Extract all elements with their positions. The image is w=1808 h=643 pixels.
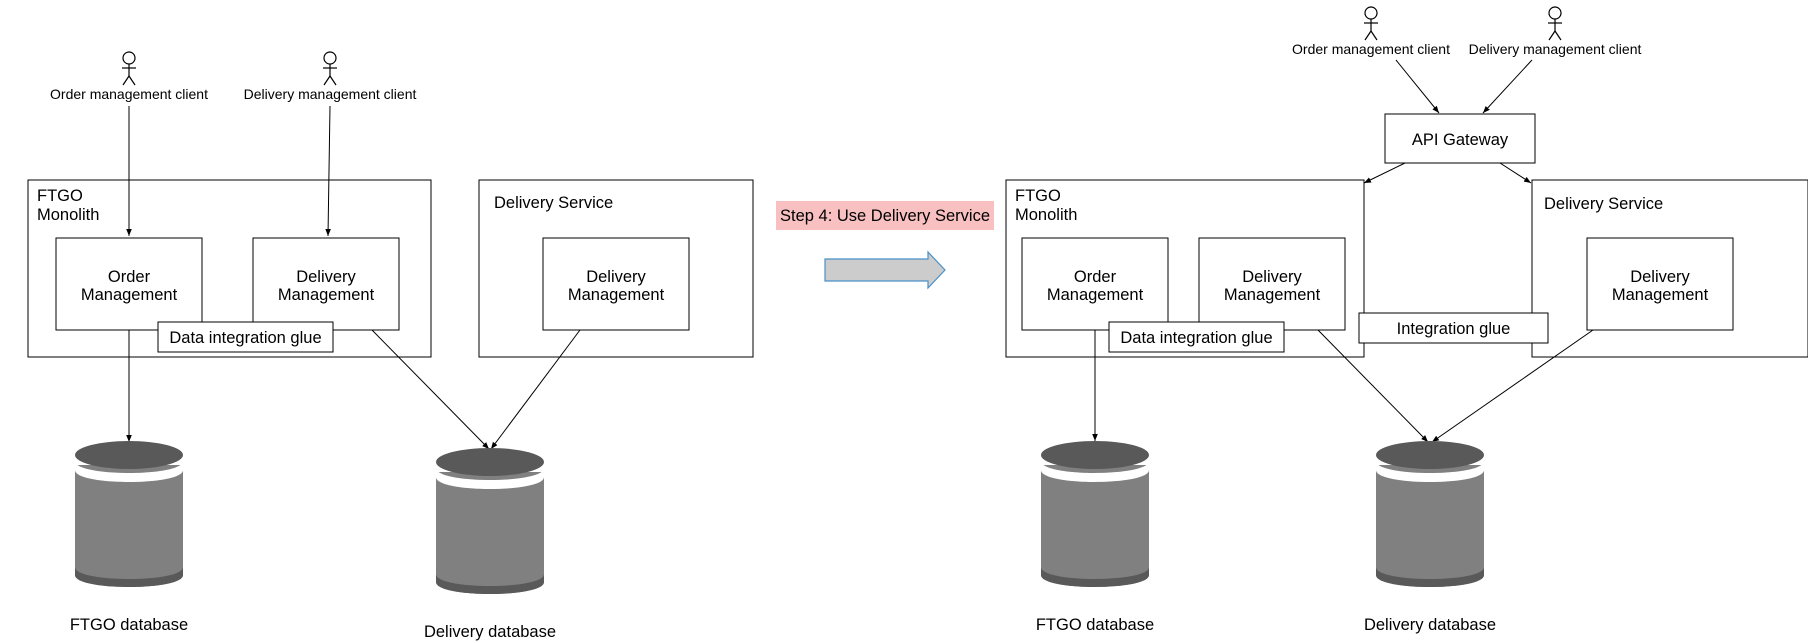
order-management-line2: Management (81, 286, 178, 304)
delivery-database-label: Delivery database (424, 623, 556, 641)
right-delivery-management-line2: Management (1224, 286, 1321, 304)
right-delivery-database-label: Delivery database (1364, 616, 1496, 634)
transition-arrow-icon (824, 250, 946, 290)
right-delivery-client-label: Delivery management client (1469, 41, 1642, 57)
order-client-actor-icon (121, 51, 137, 86)
right-order-management-line1: Order (1074, 268, 1117, 286)
gateway-to-monolith-arrow (1363, 162, 1406, 184)
right-order-management-line2: Management (1047, 286, 1144, 304)
data-integration-glue-box (157, 321, 334, 353)
step-label-badge (776, 201, 994, 230)
delivery-client-to-gateway-arrow (1482, 59, 1533, 114)
order-management-line1: Order (108, 268, 151, 286)
api-gateway-label: API Gateway (1412, 131, 1509, 149)
right-service-to-delivery-db-arrow (1431, 329, 1594, 443)
right-delivery-service-title: Delivery Service (1544, 195, 1663, 213)
right-delivery-management-line1: Delivery (1242, 268, 1302, 286)
right-ftgo-database-icon (1041, 441, 1149, 587)
integration-glue-label: Integration glue (1397, 320, 1511, 338)
monolith-title-line2: Monolith (37, 206, 99, 224)
service-delivery-management-line1: Delivery (586, 268, 646, 286)
right-delivery-to-delivery-db-arrow (1317, 329, 1429, 443)
right-delivery-management-box (1198, 237, 1346, 331)
api-gateway-box (1384, 113, 1536, 164)
delivery-management-line2: Management (278, 286, 375, 304)
right-monolith-title-line1: FTGO (1015, 187, 1061, 205)
delivery-client-actor-icon (322, 51, 338, 86)
right-service-delivery-management-line2: Management (1612, 286, 1709, 304)
right-order-client-actor-icon (1363, 6, 1379, 41)
right-order-client-label: Order management client (1292, 41, 1450, 57)
delivery-to-delivery-db-arrow (371, 329, 490, 450)
right-data-integration-glue-label: Data integration glue (1120, 329, 1272, 347)
delivery-management-box (252, 237, 400, 331)
right-delivery-client-actor-icon (1547, 6, 1563, 41)
ftgo-database-icon (75, 441, 183, 587)
step-label: Step 4: Use Delivery Service (780, 207, 990, 225)
delivery-database-icon (436, 448, 544, 594)
service-delivery-management-box (542, 237, 690, 331)
monolith-title-line1: FTGO (37, 187, 83, 205)
right-service-delivery-management-line1: Delivery (1630, 268, 1690, 286)
right-data-integration-glue-box (1108, 321, 1285, 353)
integration-glue-box (1358, 312, 1549, 344)
right-delivery-database-icon (1376, 441, 1484, 587)
delivery-client-to-delivery-arrow (325, 105, 331, 237)
right-monolith-title-line2: Monolith (1015, 206, 1077, 224)
order-management-box (55, 237, 203, 331)
service-delivery-management-line2: Management (568, 286, 665, 304)
ftgo-database-label: FTGO database (70, 616, 188, 634)
service-to-delivery-db-arrow (490, 329, 581, 450)
order-client-label: Order management client (50, 86, 208, 102)
right-service-delivery-management-box (1586, 237, 1734, 331)
delivery-client-label: Delivery management client (244, 86, 417, 102)
order-client-to-gateway-arrow (1395, 59, 1440, 114)
data-integration-glue-label: Data integration glue (169, 329, 321, 347)
delivery-service-title: Delivery Service (494, 194, 613, 212)
delivery-management-line1: Delivery (296, 268, 356, 286)
right-ftgo-database-label: FTGO database (1036, 616, 1154, 634)
gateway-to-delivery-service-arrow (1499, 162, 1532, 184)
